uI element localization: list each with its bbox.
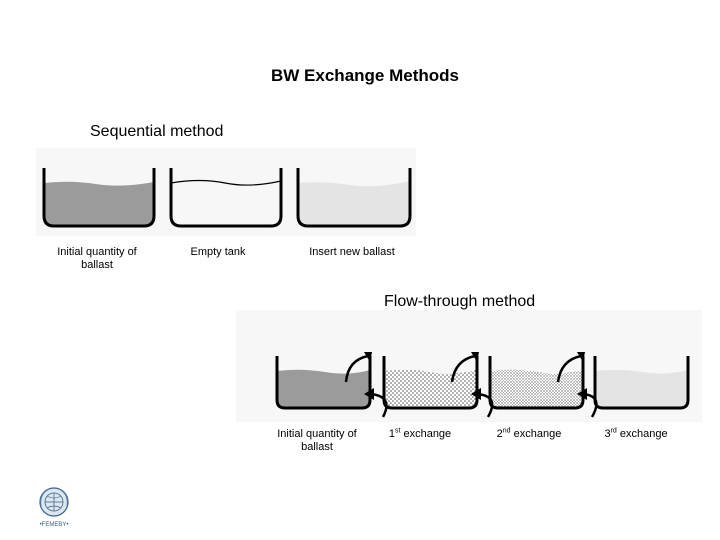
outflow-arrow-curve	[344, 354, 369, 383]
dark-ballast-fill	[44, 181, 154, 226]
flow-caption-initial: Initial quantity of ballast	[277, 428, 357, 453]
tank-outline	[488, 356, 585, 410]
flow-tank-second	[488, 356, 585, 410]
flow-caption-second: 2nd exchange	[496, 427, 562, 440]
outflow-arrow-head	[364, 352, 372, 362]
sequential-heading: Sequential method	[90, 123, 224, 140]
empty-line	[170, 179, 282, 186]
page-title: BW Exchange Methods	[271, 66, 459, 85]
tank-outline	[42, 168, 156, 228]
tank-outline	[382, 356, 479, 410]
flow-tank-first	[382, 356, 479, 410]
sequential-tank-empty	[169, 168, 283, 228]
organization-logo: •FEMEBY•	[39, 487, 69, 528]
tank-outline	[169, 168, 283, 228]
sequential-caption-new: Insert new ballast	[309, 246, 395, 258]
inflow-arrow-head	[364, 388, 374, 400]
mixed-ballast-fill	[490, 369, 583, 408]
dark-ballast-fill	[277, 369, 370, 408]
tank-outline	[275, 356, 372, 410]
sequential-caption-initial: Initial quantity of ballast	[57, 246, 137, 271]
flow-caption-first: 1st exchange	[388, 427, 452, 440]
flow-caption-third: 3rd exchange	[604, 427, 668, 440]
mixed-ballast-fill	[384, 369, 477, 408]
light-ballast-fill	[595, 369, 688, 408]
sequential-tank-initial	[42, 168, 156, 228]
light-ballast-fill	[298, 181, 410, 226]
tank-outline	[296, 168, 412, 228]
sequential-caption-empty: Empty tank	[190, 246, 246, 258]
flow-through-heading: Flow-through method	[384, 293, 536, 310]
logo-text: •FEMEBY•	[40, 522, 69, 528]
sequential-tank-new	[296, 168, 412, 228]
